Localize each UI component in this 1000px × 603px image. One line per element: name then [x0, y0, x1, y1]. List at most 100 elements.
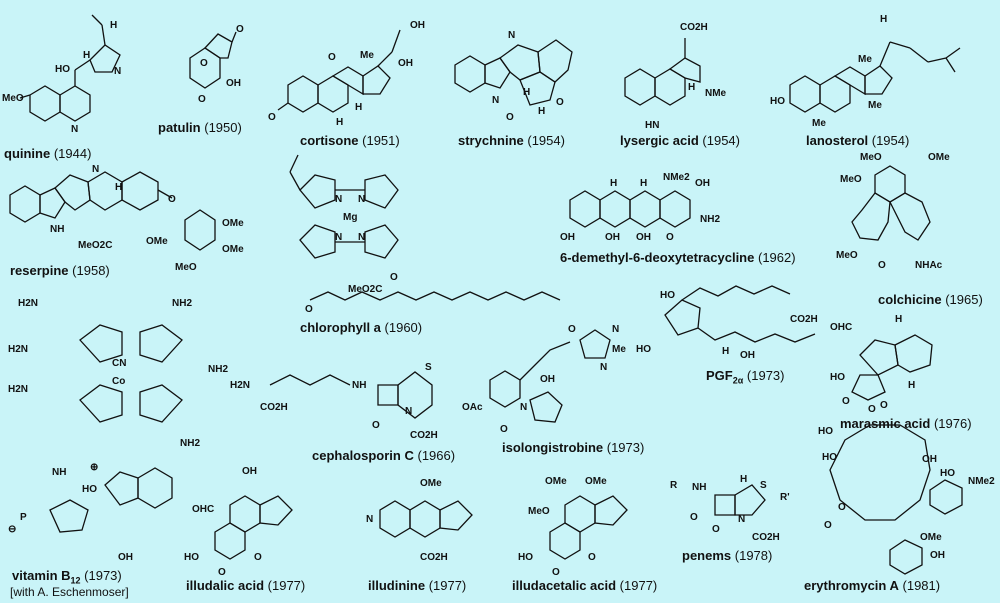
lysergic-nme: NMe — [705, 88, 727, 99]
ceph-co2h: CO2H — [410, 430, 438, 441]
caption-cephalosporin-c: cephalosporin C (1966) — [312, 448, 455, 463]
tetracycline-h2: H — [640, 178, 647, 189]
ceph-co2: CO2H — [260, 402, 288, 413]
quinine-ho: HO — [55, 64, 70, 75]
reserpine-meo: MeO — [175, 262, 197, 273]
patulin-o1: O — [236, 24, 244, 35]
caption-tetracycline-year: (1962) — [757, 250, 796, 265]
marasmic-o2: O — [880, 400, 888, 411]
caption-penems: penems (1978) — [682, 548, 772, 563]
tetracycline-h1: H — [610, 178, 617, 189]
b12-nh2-3: NH2 — [180, 438, 200, 449]
caption-cephalosporin-c-name: cephalosporin C — [312, 448, 414, 463]
caption-erythromycin-a-name: erythromycin A — [804, 578, 899, 593]
marasmic-h1: H — [895, 314, 902, 325]
ceph-h3n: H2N — [230, 380, 250, 391]
caption-pgf2a: PGF2α (1973) — [706, 368, 784, 389]
caption-colchicine-year: (1965) — [945, 292, 983, 307]
chlorophyll-meo2c: MeO2C — [348, 284, 382, 295]
erythro-ome: OMe — [920, 532, 942, 543]
caption-vitamin-b12: vitamin B12 (1973) — [12, 568, 122, 589]
caption-illudacetalic-acid-year: (1977) — [619, 578, 658, 593]
illudalic-o1: O — [218, 567, 226, 578]
caption-lysergic-acid-name: lysergic acid — [620, 133, 699, 148]
penems-s: S — [760, 480, 767, 491]
erythro-o2: O — [838, 502, 846, 513]
quinine-structure: MeO N HO H N H — [2, 14, 121, 135]
pgf-ho1: HO — [660, 290, 675, 301]
penems-o1: O — [690, 512, 698, 523]
caption-strychnine-name: strychnine — [458, 133, 524, 148]
chlorophyll-n2: N — [358, 194, 365, 205]
quinine-n2: N — [114, 66, 121, 77]
isolong-o: O — [568, 324, 576, 335]
illudinine-co2h: CO2H — [420, 552, 448, 563]
marasmic-o1: O — [842, 396, 850, 407]
strychnine-o1: O — [506, 112, 514, 123]
cortisone-me: Me — [360, 50, 374, 61]
b12-nh2-2: NH2 — [208, 364, 228, 375]
illudalic-oh: OH — [242, 466, 257, 477]
reserpine-h: H — [115, 182, 122, 193]
caption-note: [with A. Eschenmoser] — [10, 585, 129, 599]
caption-lanosterol-name: lanosterol — [806, 133, 869, 148]
caption-cephalosporin-c-year: (1966) — [417, 448, 456, 463]
b12-ho: HO — [82, 484, 97, 495]
b12-cn: CN — [112, 358, 126, 369]
pgf2a-structure: HO CO2H HO OH H — [636, 285, 818, 361]
caption-illudalic-acid-year: (1977) — [267, 578, 306, 593]
quinine-n: N — [71, 124, 78, 135]
ceph-o: O — [372, 420, 380, 431]
caption-lysergic-acid-year: (1954) — [702, 133, 740, 148]
caption-quinine-name: quinine — [4, 146, 51, 161]
cortisone-oh1: OH — [410, 20, 425, 31]
strychnine-h2: H — [538, 106, 545, 117]
cortisone-oh2: OH — [398, 58, 413, 69]
caption-penems-year: (1978) — [734, 548, 773, 563]
penems-h: H — [740, 474, 747, 485]
caption-patulin: patulin (1950) — [158, 120, 242, 135]
marasmic-acid-structure: OHC H HO O O H — [830, 314, 933, 411]
caption-reserpine: reserpine (1958) — [10, 263, 110, 278]
b12-plus: ⊕ — [90, 462, 98, 473]
caption-cortisone: cortisone (1951) — [300, 133, 400, 148]
chlorophyll-a-structure: Mg N N N N MeO2C O O — [289, 154, 561, 315]
reserpine-n: N — [92, 164, 99, 175]
reserpine-ome2: OMe — [222, 218, 244, 229]
illudacetalic-ome2: OMe — [585, 476, 607, 487]
caption-illudacetalic-acid-name: illudacetalic acid — [512, 578, 617, 593]
b12-h2n3: H2N — [8, 384, 28, 395]
illudalic-ohc: OHC — [192, 504, 214, 515]
strychnine-n1: N — [508, 30, 515, 41]
lanosterol-me2: Me — [868, 100, 882, 111]
caption-marasmic-acid-name: marasmic acid — [840, 416, 931, 431]
colchicine-ome: OMe — [928, 152, 950, 163]
strychnine-h1: H — [523, 87, 530, 98]
caption-reserpine-year: (1958) — [72, 263, 110, 278]
cortisone-structure: O O Me OH OH H H — [268, 20, 425, 128]
reserpine-meo2c: MeO2C — [78, 240, 112, 251]
penems-nh: NH — [692, 482, 706, 493]
caption-isolongistrobine: isolongistrobine (1973) — [502, 440, 644, 455]
caption-chlorophyll-a: chlorophyll a (1960) — [300, 320, 422, 335]
tetracycline-oh1: OH — [695, 178, 710, 189]
ceph-oac: OAc — [462, 402, 483, 413]
quinine-h: H — [110, 20, 117, 31]
lanosterol-structure: HO H Me Me Me — [770, 14, 961, 129]
caption-pgf2a-sub: 2α — [732, 375, 744, 386]
colchicine-o: O — [878, 260, 886, 271]
lysergic-co2h: CO2H — [680, 22, 708, 33]
lanosterol-me3: Me — [812, 118, 826, 129]
chlorophyll-o: O — [390, 272, 398, 283]
penems-n: N — [738, 514, 745, 525]
lanosterol-me1: Me — [858, 54, 872, 65]
lysergic-hn: HN — [645, 120, 659, 131]
caption-isolongistrobine-year: (1973) — [606, 440, 645, 455]
isolongistrobine-structure: O N Me N OH N O — [489, 324, 626, 435]
illudinine-structure: OMe N CO2H — [366, 478, 473, 563]
reserpine-ome3: OMe — [222, 244, 244, 255]
caption-lanosterol: lanosterol (1954) — [806, 133, 909, 148]
penems-o2: O — [712, 524, 720, 535]
reserpine-nh: NH — [50, 224, 64, 235]
colchicine-meo1: MeO — [860, 152, 882, 163]
